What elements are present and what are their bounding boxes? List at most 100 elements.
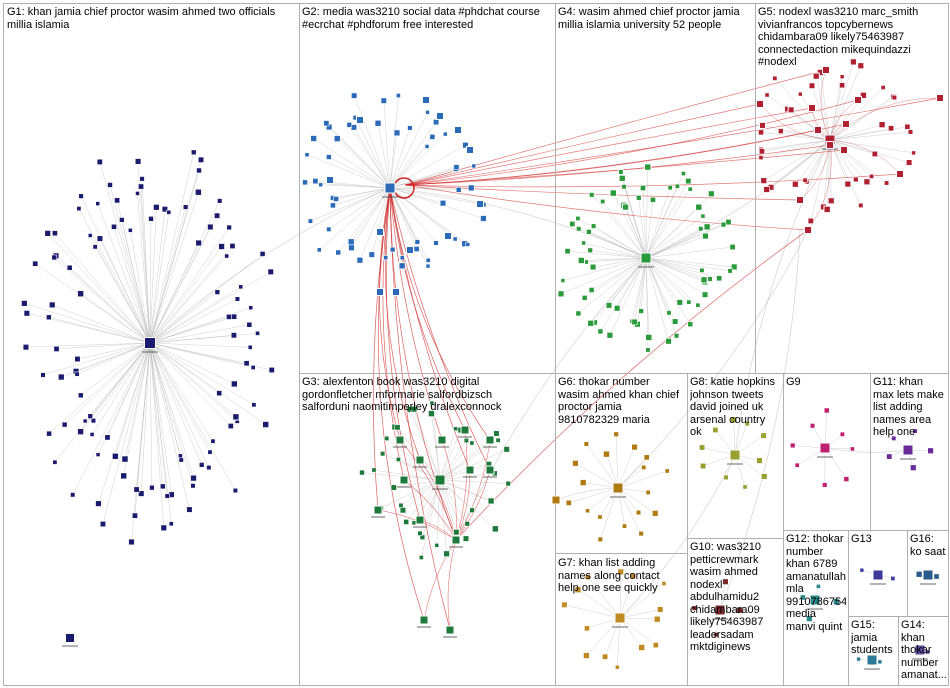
node-g8 [712,426,719,433]
node-g2 [462,141,469,149]
node-g4 [631,318,638,326]
node-g3 [390,484,397,491]
edge-g3 [439,479,467,539]
node-g2 [452,236,458,242]
edge-g1 [97,203,151,344]
edge-g2 [332,187,391,199]
node-g3 [469,440,475,446]
edge-g1 [141,178,151,344]
edge-g5 [829,85,843,141]
group-label-g15: G15: jamia students [851,619,893,656]
node-g1 [160,524,168,532]
node-g3 [469,507,475,513]
node-g5 [860,92,867,99]
edge-g7 [586,617,621,629]
edge-g1 [149,342,238,422]
edge-g4 [602,201,647,259]
edge-g1 [80,342,151,396]
node-g4 [727,268,733,274]
edge-g1 [149,159,202,344]
node-g4 [673,333,680,339]
node-g1 [246,321,253,328]
node-g1 [190,483,196,489]
edge-g4 [645,257,691,325]
node-g4 [701,291,709,298]
node-g7 [653,615,661,623]
node-g1 [99,520,107,528]
node-g9 [794,462,800,468]
node-g3-cluster [395,435,405,445]
node-g4 [703,223,711,231]
edge-g4 [645,187,671,259]
edge-red-g3 [403,479,457,541]
node-g3 [427,409,436,418]
edge-g5 [791,109,831,141]
edge-g4 [584,257,647,299]
edge-g5 [829,139,857,180]
node-g4 [586,229,592,235]
edge-g1 [149,342,251,348]
edge-g1 [107,342,151,438]
node-g5-cluster [814,126,822,134]
edge-g1 [149,291,218,344]
node-g1 [262,420,270,429]
edge-g4 [583,242,647,259]
node-g2 [455,186,462,193]
node-g6 [583,441,589,447]
node-g3 [359,469,365,476]
node-g4 [606,332,614,339]
edge-g1 [149,212,170,344]
node-g10 [713,632,719,638]
node-g2-cluster [436,112,444,120]
edge-g1 [115,342,151,457]
edge-g4 [613,192,647,259]
edge-g4 [645,257,702,271]
node-g1 [23,310,31,317]
edge-g1 [149,286,241,344]
node-g5 [828,197,835,204]
node-g5 [880,85,886,90]
node-g1 [217,242,226,251]
node-g4 [666,310,672,316]
hub-node-g12 [809,594,821,606]
node-g6 [597,514,603,520]
hub-node-g9 [819,442,831,454]
node-g3 [399,507,407,514]
edge-g1 [149,307,251,344]
edge-g1 [149,271,271,344]
edge-g3 [439,428,456,481]
edge-g7 [604,617,621,657]
edge-g4 [645,193,712,259]
node-g3-cluster [419,615,429,625]
node-g10 [722,578,729,585]
edge-g1 [149,342,237,418]
node-g5 [758,148,765,155]
node-g3 [464,520,470,527]
node-g5 [853,176,859,183]
node-g4 [707,276,713,282]
node-g1 [135,191,140,196]
edge-g3 [380,479,441,509]
node-g2 [348,244,355,251]
group-label-g11: G11: khan max lets make list adding name… [873,376,944,438]
node-g8 [700,462,707,470]
edge-red-g3-g5 [455,229,809,541]
edge-g1 [149,342,153,488]
node-g4 [698,226,704,232]
node-g1 [127,538,136,546]
edge-g1 [54,257,151,344]
edge-g4 [645,257,706,295]
node-g9 [839,431,845,437]
node-g1 [161,206,168,213]
edge-g3 [439,479,447,554]
edge-g1 [149,152,194,344]
node-g1 [198,462,205,468]
node-g11 [909,464,917,472]
edge-g6 [615,434,619,489]
node-g1 [268,366,275,374]
edge-g1 [149,342,194,479]
node-g1 [121,455,129,463]
edge-g4 [645,257,706,283]
node-g3-cluster [485,465,495,475]
edge-g1 [149,192,199,344]
